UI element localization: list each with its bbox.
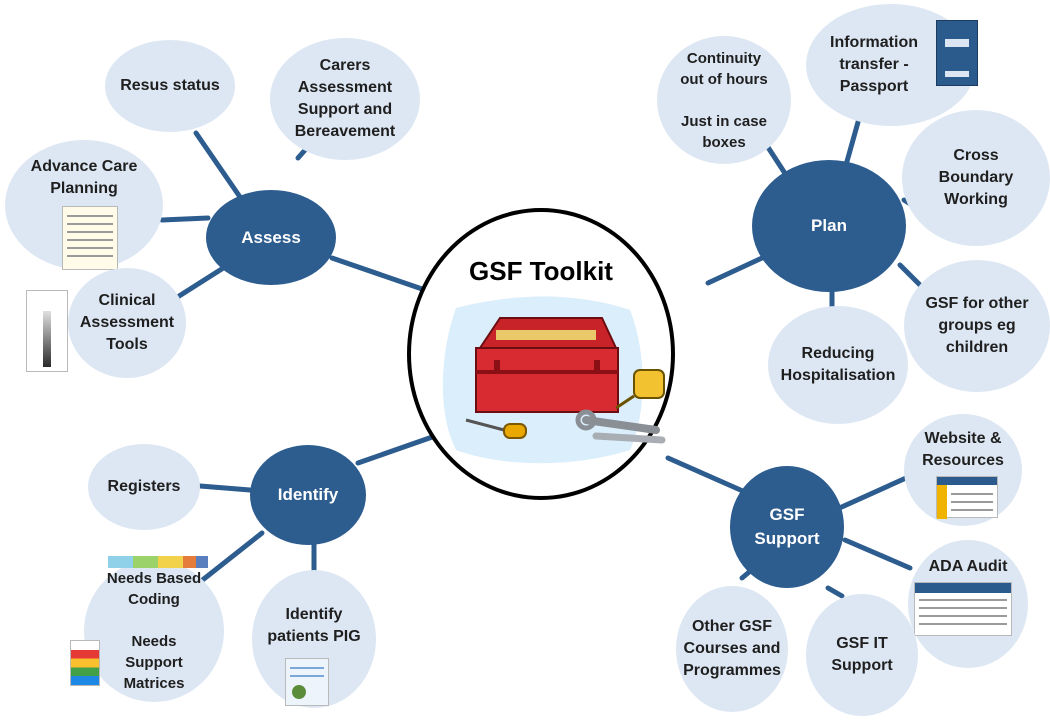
bubble-needs-based-coding: Needs Based Coding Needs Support Matrice… [84,560,224,702]
hub-gsf-support[interactable]: GSF Support [730,466,844,588]
link-identify-registers [197,483,253,493]
bubble-other-gsf-courses: Other GSF Courses and Programmes [676,586,788,712]
link-plan-gsfother [897,262,923,288]
link-assess-clinical [173,262,231,301]
needs-coding-strip-thumbnail [108,556,208,568]
clinical-tool-thumbnail [26,290,68,372]
link-center-identify [355,432,441,466]
pig-document-thumbnail [285,658,329,706]
link-support-website [832,475,909,513]
link-plan-info [843,112,863,168]
link-support-ada [842,537,913,571]
bubble-cross-boundary-working: Cross Boundary Working [902,110,1050,246]
toolbox-icon [442,296,666,464]
center-title: GSF Toolkit [469,256,613,286]
center-gsf-toolkit[interactable]: GSF Toolkit [407,208,675,500]
bubble-reducing-hospitalisation: Reducing Hospitalisation [768,306,908,424]
bubble-clinical-assessment-tools: Clinical Assessment Tools [68,268,186,378]
link-center-assess [329,255,428,293]
hub-assess[interactable]: Assess [206,190,336,285]
link-center-plan [705,255,765,286]
bubble-gsf-it-support: GSF IT Support [806,594,918,716]
website-screenshot-thumbnail [936,476,998,519]
bubble-resus-status: Resus status [105,40,235,132]
bubble-continuity-out-of-hours: Continuity out of hours Just in case box… [657,36,791,164]
link-assess-resus [193,130,243,200]
link-identify-needs [197,530,265,585]
advance-care-document-thumbnail [62,206,118,270]
hub-identify[interactable]: Identify [250,445,366,545]
bubble-website-resources: Website & Resources [904,414,1022,526]
ada-audit-screenshot-thumbnail [914,582,1012,636]
link-support-it [825,585,845,599]
link-center-support [665,455,748,495]
passport-document-thumbnail [936,20,978,86]
bubble-carers-assessment: Carers Assessment Support and Bereavemen… [270,38,420,160]
needs-matrix-thumbnail [70,640,100,686]
bubble-gsf-other-groups: GSF for other groups eg children [904,260,1050,392]
bubble-registers: Registers [88,444,200,530]
link-assess-advance [159,215,211,223]
hub-plan[interactable]: Plan [752,160,906,292]
